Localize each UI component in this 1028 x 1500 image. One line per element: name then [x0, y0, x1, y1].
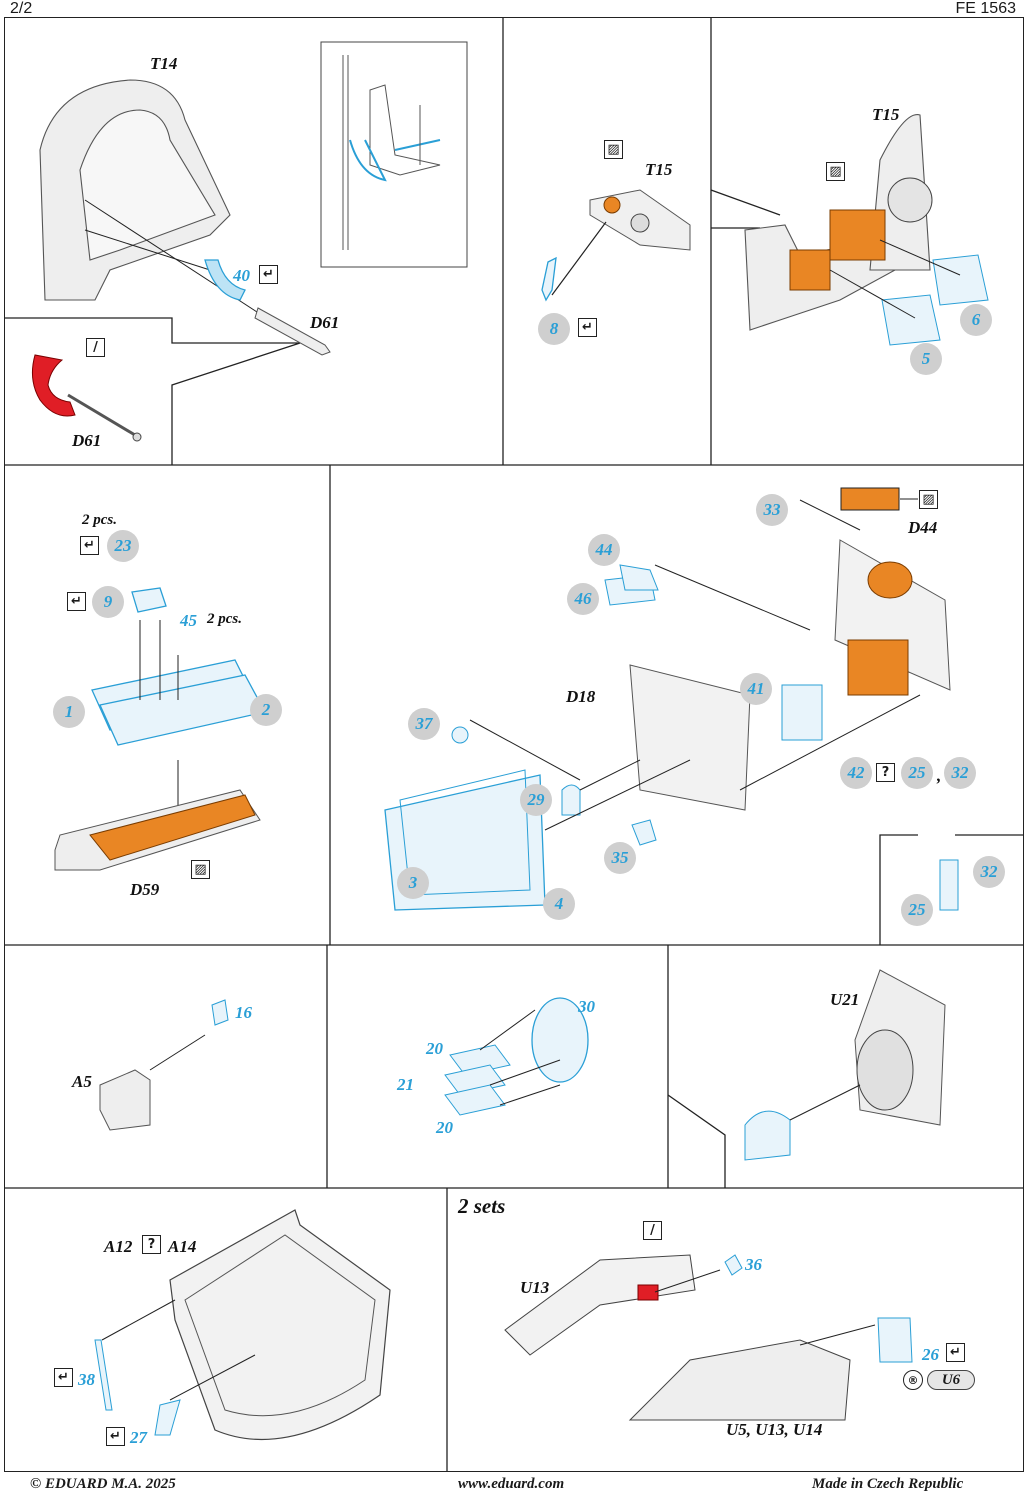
label-u13: U13: [520, 1278, 550, 1297]
part-40: 40: [233, 266, 250, 285]
footer-website[interactable]: www.eduard.com: [458, 1476, 565, 1492]
part-23: 23: [107, 530, 139, 562]
part-37: 37: [408, 708, 440, 740]
label-2pcs-b: 2 pcs.: [207, 611, 242, 627]
label-d61-b: D61: [72, 431, 102, 450]
decal-hatch-icon: ▨: [919, 490, 938, 509]
remove-part-icon: ®: [903, 1370, 923, 1390]
part-36: 36: [745, 1255, 762, 1274]
label-d61-a: D61: [310, 313, 340, 332]
label-d44: D44: [908, 518, 938, 537]
part-6: 6: [960, 304, 992, 336]
part-38: 38: [78, 1370, 95, 1389]
bend-icon: ↵: [67, 592, 86, 611]
part-35: 35: [604, 842, 636, 874]
panel-dividers: [4, 17, 1024, 1472]
label-d18: D18: [566, 687, 596, 706]
optional-question-icon: ?: [876, 763, 895, 782]
part-4: 4: [543, 888, 575, 920]
label-a12: A12: [104, 1237, 133, 1256]
part-46: 46: [567, 583, 599, 615]
label-a14: A14: [168, 1237, 197, 1256]
bend-icon: ↵: [106, 1427, 125, 1446]
paint-brush-icon: /: [86, 338, 105, 357]
label-two-sets: 2 sets: [458, 1194, 506, 1218]
bend-icon: ↵: [54, 1368, 73, 1387]
part-29: 29: [520, 784, 552, 816]
part-2: 2: [250, 694, 282, 726]
part-45: 45: [180, 611, 197, 630]
paint-brush-icon: /: [643, 1221, 662, 1240]
decal-hatch-icon: ▨: [604, 140, 623, 159]
part-27: 27: [130, 1428, 147, 1447]
bend-icon: ↵: [259, 265, 278, 284]
label-u5-u13-u14: U5, U13, U14: [726, 1420, 823, 1439]
part-3: 3: [397, 867, 429, 899]
label-t14: T14: [150, 54, 178, 73]
part-25-a: 25: [901, 757, 933, 789]
label-u21: U21: [830, 990, 860, 1009]
part-20-a: 20: [426, 1039, 443, 1058]
part-8: 8: [538, 313, 570, 345]
label-comma: ,: [937, 766, 942, 785]
part-21: 21: [397, 1075, 414, 1094]
part-20-b: 20: [436, 1118, 453, 1137]
page-number: 2/2: [10, 0, 33, 17]
part-41: 41: [740, 673, 772, 705]
part-33: 33: [756, 494, 788, 526]
label-d59: D59: [130, 880, 160, 899]
part-30: 30: [578, 997, 595, 1016]
label-t15-b: T15: [872, 105, 900, 124]
part-1: 1: [53, 696, 85, 728]
part-26: 26: [922, 1345, 939, 1364]
decal-hatch-icon: ▨: [826, 162, 845, 181]
footer-made-in: Made in Czech Republic: [812, 1476, 964, 1492]
decal-hatch-icon: ▨: [191, 860, 210, 879]
label-t15-a: T15: [645, 160, 673, 179]
part-25-b: 25: [901, 894, 933, 926]
set-code: FE 1563: [955, 0, 1016, 17]
label-a5: A5: [72, 1072, 92, 1091]
part-9: 9: [92, 586, 124, 618]
part-5: 5: [910, 343, 942, 375]
optional-question-icon: ?: [142, 1235, 161, 1254]
part-42: 42: [840, 757, 872, 789]
bend-icon: ↵: [946, 1343, 965, 1362]
instruction-sheet-frame: [4, 17, 1024, 1472]
part-16: 16: [235, 1003, 252, 1022]
label-2pcs-a: 2 pcs.: [82, 512, 117, 528]
part-44: 44: [588, 534, 620, 566]
part-32-a: 32: [944, 757, 976, 789]
part-u6-pill: U6: [927, 1370, 975, 1390]
footer-copyright: © EDUARD M.A. 2025: [30, 1476, 176, 1492]
bend-icon: ↵: [578, 318, 597, 337]
part-32-b: 32: [973, 856, 1005, 888]
bend-icon: ↵: [80, 536, 99, 555]
